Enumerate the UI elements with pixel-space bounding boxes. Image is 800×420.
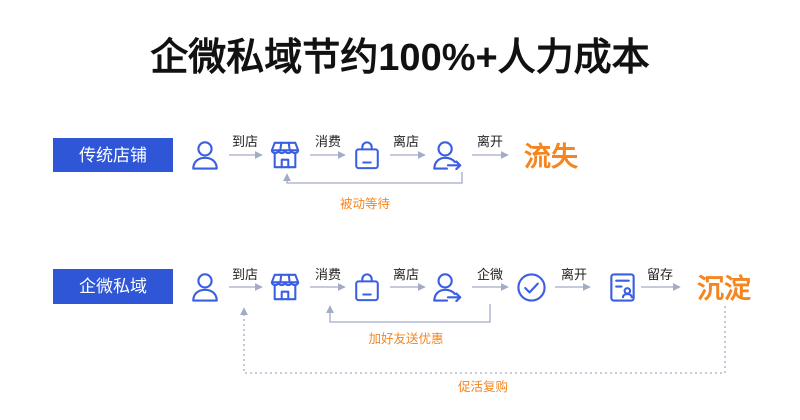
repurchase-loop-label: 促活复购 xyxy=(458,379,508,394)
row-label: 传统店铺 xyxy=(79,146,147,165)
store-icon xyxy=(270,141,300,169)
person-leave-icon xyxy=(433,141,462,170)
row-label-box xyxy=(53,138,173,172)
traditional-store-row: 传统店铺 到店 消费 离店 离开 流失 被动等待 xyxy=(53,134,579,211)
page-title: 企微私域节约100%+人力成本 xyxy=(150,36,649,79)
step-label: 消费 xyxy=(315,134,341,149)
bag-icon xyxy=(355,141,379,170)
row-label: 企微私域 xyxy=(79,277,147,296)
step-label: 离开 xyxy=(561,267,587,282)
step-label: 离店 xyxy=(393,267,419,282)
outcome-label: 沉淀 xyxy=(697,273,752,304)
step-label: 离开 xyxy=(477,134,503,149)
step-label: 离店 xyxy=(393,134,419,149)
feedback-loop-connector xyxy=(326,304,491,323)
private-domain-row: 企微私域 到店 消费 离店 企微 离开 留存 沉淀 加好友送优惠 促活复购 xyxy=(53,267,752,394)
repurchase-loop-connector xyxy=(240,306,726,374)
loop-label: 加好友送优惠 xyxy=(368,331,443,346)
feedback-loop-connector xyxy=(283,172,463,184)
outcome-label: 流失 xyxy=(524,142,579,172)
step-label: 到店 xyxy=(232,134,258,149)
step-label: 企微 xyxy=(477,267,503,282)
check-circle-icon xyxy=(517,273,546,302)
person-leave-icon xyxy=(433,273,462,302)
person-icon xyxy=(192,141,218,170)
bag-icon xyxy=(355,273,379,302)
loop-label: 被动等待 xyxy=(340,196,391,211)
step-label: 到店 xyxy=(232,267,258,282)
row-label-box xyxy=(53,269,173,304)
store-icon xyxy=(270,273,300,301)
step-label: 留存 xyxy=(647,267,673,282)
profile-document-icon xyxy=(610,273,635,302)
person-icon xyxy=(192,273,218,302)
step-label: 消费 xyxy=(315,267,341,282)
